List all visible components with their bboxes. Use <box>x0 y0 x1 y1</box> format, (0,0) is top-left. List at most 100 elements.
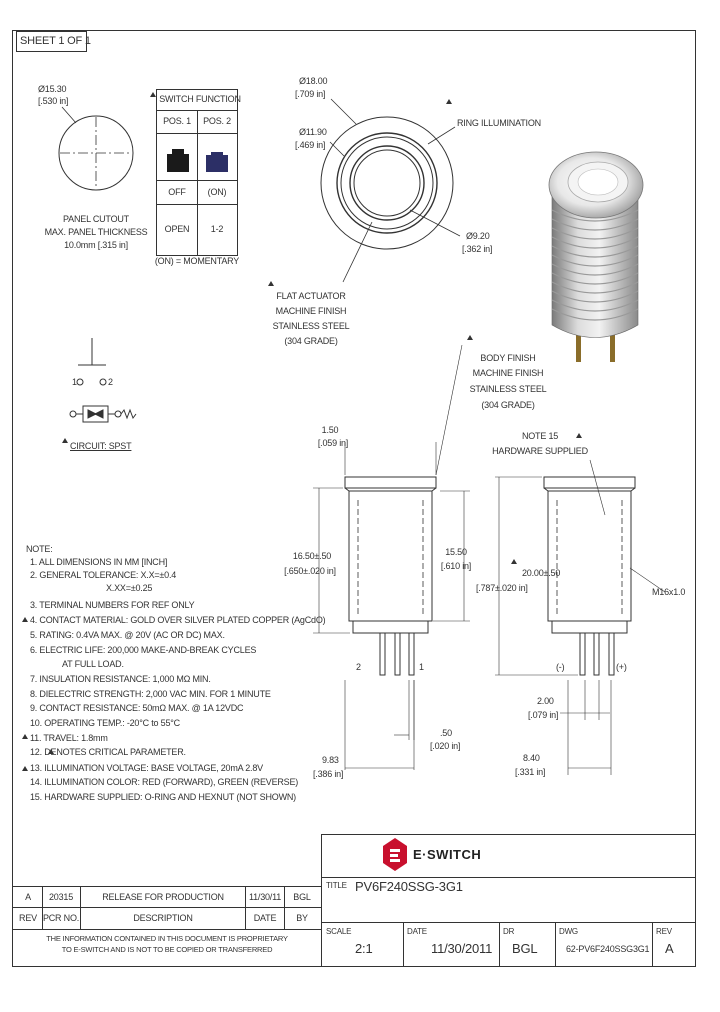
panel-cutout-caption-1: PANEL CUTOUT <box>63 214 129 224</box>
body-finish-3: STAINLESS STEEL <box>469 384 547 394</box>
panel-cutout-caption-2: MAX. PANEL THICKNESS <box>44 227 148 237</box>
rev-header-date: DATE <box>253 913 277 923</box>
panel-cutout-circle <box>58 115 134 191</box>
note-9: 9. CONTACT RESISTANCE: 50mΩ MAX. @ 1A 12… <box>30 703 244 713</box>
rev-row-pcr: 20315 <box>48 892 74 902</box>
ring-illumination-label: RING ILLUMINATION <box>457 118 541 128</box>
switch-state-pos1: OFF <box>168 187 186 197</box>
title-block-lines <box>13 834 695 966</box>
side-view-right <box>495 459 666 775</box>
rev-header-by: BY <box>296 913 308 923</box>
right-width-in: [.331 in] <box>515 767 546 777</box>
panel-cutout-caption-3: 10.0mm [.315 in] <box>64 240 128 250</box>
proprietary-2: TO E-SWITCH AND IS NOT TO BE COPIED OR T… <box>61 945 273 954</box>
note-1: 1. ALL DIMENSIONS IN MM [INCH] <box>30 557 168 567</box>
note-2b: X.XX=±0.25 <box>106 583 153 593</box>
side-width-in: [.386 in] <box>313 769 344 779</box>
note-15: 15. HARDWARE SUPPLIED: O-RING AND HEXNUT… <box>30 792 296 802</box>
note-6b: AT FULL LOAD. <box>62 659 124 669</box>
right-width: 8.40 <box>523 753 540 763</box>
circuit-pin1: 1 <box>72 377 77 387</box>
rev-value: A <box>665 941 674 956</box>
rev-row-by: BGL <box>293 892 311 902</box>
side-pin1: 1 <box>419 662 424 672</box>
thread-spec: M16x1.0 <box>652 587 686 597</box>
side-pin2: 2 <box>356 662 361 672</box>
body-finish-4: (304 GRADE) <box>481 400 535 410</box>
rev-header-rev: REV <box>19 913 37 923</box>
body-finish-2: MACHINE FINISH <box>472 368 544 378</box>
sheet-label-box <box>16 31 87 52</box>
sheet-label: SHEET 1 OF 1 <box>20 35 91 47</box>
dr-label: DR <box>503 927 515 936</box>
actuator-line-2: MACHINE FINISH <box>275 306 347 316</box>
proprietary-1: THE INFORMATION CONTAINED IN THIS DOCUME… <box>46 934 288 943</box>
front-d-mid-in: [.469 in] <box>295 140 326 150</box>
sheet-border <box>12 30 696 967</box>
actuator-line-1: FLAT ACTUATOR <box>276 291 346 301</box>
height-total-in: [.650±.020 in] <box>284 566 336 576</box>
eswitch-logo-mark <box>383 838 407 871</box>
panel-cutout-diameter: Ø15.30 <box>38 84 67 94</box>
front-d-mid: Ø11.90 <box>299 127 327 137</box>
front-d-outer: Ø18.00 <box>299 76 328 86</box>
note-11: 11. TRAVEL: 1.8mm <box>30 733 108 743</box>
actuator-line-3: STAINLESS STEEL <box>272 321 350 331</box>
pin-pitch-in: [.079 in] <box>528 710 559 720</box>
note-14: 14. ILLUMINATION COLOR: RED (FORWARD), G… <box>30 777 299 787</box>
switch-circuit-pos1: OPEN <box>164 224 190 234</box>
dr-value: BGL <box>512 941 538 956</box>
critical-markers <box>22 92 582 771</box>
height-body-in: [.610 in] <box>440 561 472 571</box>
pin-thickness: .50 <box>440 728 452 738</box>
side-width: 9.83 <box>322 755 339 765</box>
scale-value: 2:1 <box>355 941 373 956</box>
height-total: 16.50±.50 <box>292 551 332 561</box>
pin-minus: (-) <box>556 662 565 672</box>
body-finish-1: BODY FINISH <box>480 353 536 363</box>
switch-pos1-glyph <box>167 149 189 172</box>
note-8: 8. DIELECTRIC STRENGTH: 2,000 VAC MIN. F… <box>30 689 271 699</box>
note-6: 6. ELECTRIC LIFE: 200,000 MAKE-AND-BREAK… <box>30 645 257 655</box>
circuit-label: CIRCUIT: SPST <box>70 441 132 451</box>
pin-plus: (+) <box>616 662 627 672</box>
switch-circuit-pos2: 1-2 <box>210 224 224 234</box>
switch-pos2-glyph <box>206 152 228 172</box>
top-dim-in: [.059 in] <box>317 438 349 448</box>
circuit-symbol <box>69 338 137 423</box>
note15-label-1: NOTE 15 <box>521 431 559 441</box>
note-2: 2. GENERAL TOLERANCE: X.X=±0.4 <box>30 570 177 580</box>
date-label: DATE <box>407 927 427 936</box>
switch-header-pos1: POS. 1 <box>163 116 191 126</box>
note-heading: NOTE: <box>26 544 53 554</box>
rev-label: REV <box>656 927 672 936</box>
title-label: TITLE <box>326 881 347 890</box>
note-12: 12. DENOTES CRITICAL PARAMETER. <box>30 747 186 757</box>
momentary-footnote: (ON) = MOMENTARY <box>154 256 240 266</box>
rev-header-pcr: PCR NO. <box>42 913 80 923</box>
right-height-total: 20.00±.50 <box>522 568 561 578</box>
dwg-value: 62-PV6F240SSG3G1 <box>566 944 650 954</box>
switch-header-pos2: POS. 2 <box>203 116 231 126</box>
rev-row-rev: A <box>25 892 31 902</box>
brand-name: E·SWITCH <box>413 847 482 862</box>
rev-row-desc: RELEASE FOR PRODUCTION <box>102 892 224 902</box>
rev-header-desc: DESCRIPTION <box>133 913 193 923</box>
dwg-label: DWG <box>559 927 578 936</box>
note-10: 10. OPERATING TEMP.: -20°C to 55°C <box>30 718 180 728</box>
side-view-left <box>313 344 470 770</box>
note-4: 4. CONTACT MATERIAL: GOLD OVER SILVER PL… <box>30 615 326 625</box>
pin-thickness-in: [.020 in] <box>430 741 461 751</box>
height-body: 15.50 <box>445 547 467 557</box>
top-dim: 1.50 <box>321 425 339 435</box>
switch-function-title: SWITCH FUNCTION <box>159 94 241 104</box>
note15-label-2: HARDWARE SUPPLIED <box>492 446 588 456</box>
front-d-outer-in: [.709 in] <box>295 89 326 99</box>
front-d-inner: Ø9.20 <box>466 231 490 241</box>
note-13: 13. ILLUMINATION VOLTAGE: BASE VOLTAGE, … <box>30 763 263 773</box>
3d-render <box>548 151 644 362</box>
scale-label: SCALE <box>326 927 352 936</box>
actuator-line-4: (304 GRADE) <box>284 336 338 346</box>
note-5: 5. RATING: 0.4VA MAX. @ 20V (AC OR DC) M… <box>30 630 225 640</box>
